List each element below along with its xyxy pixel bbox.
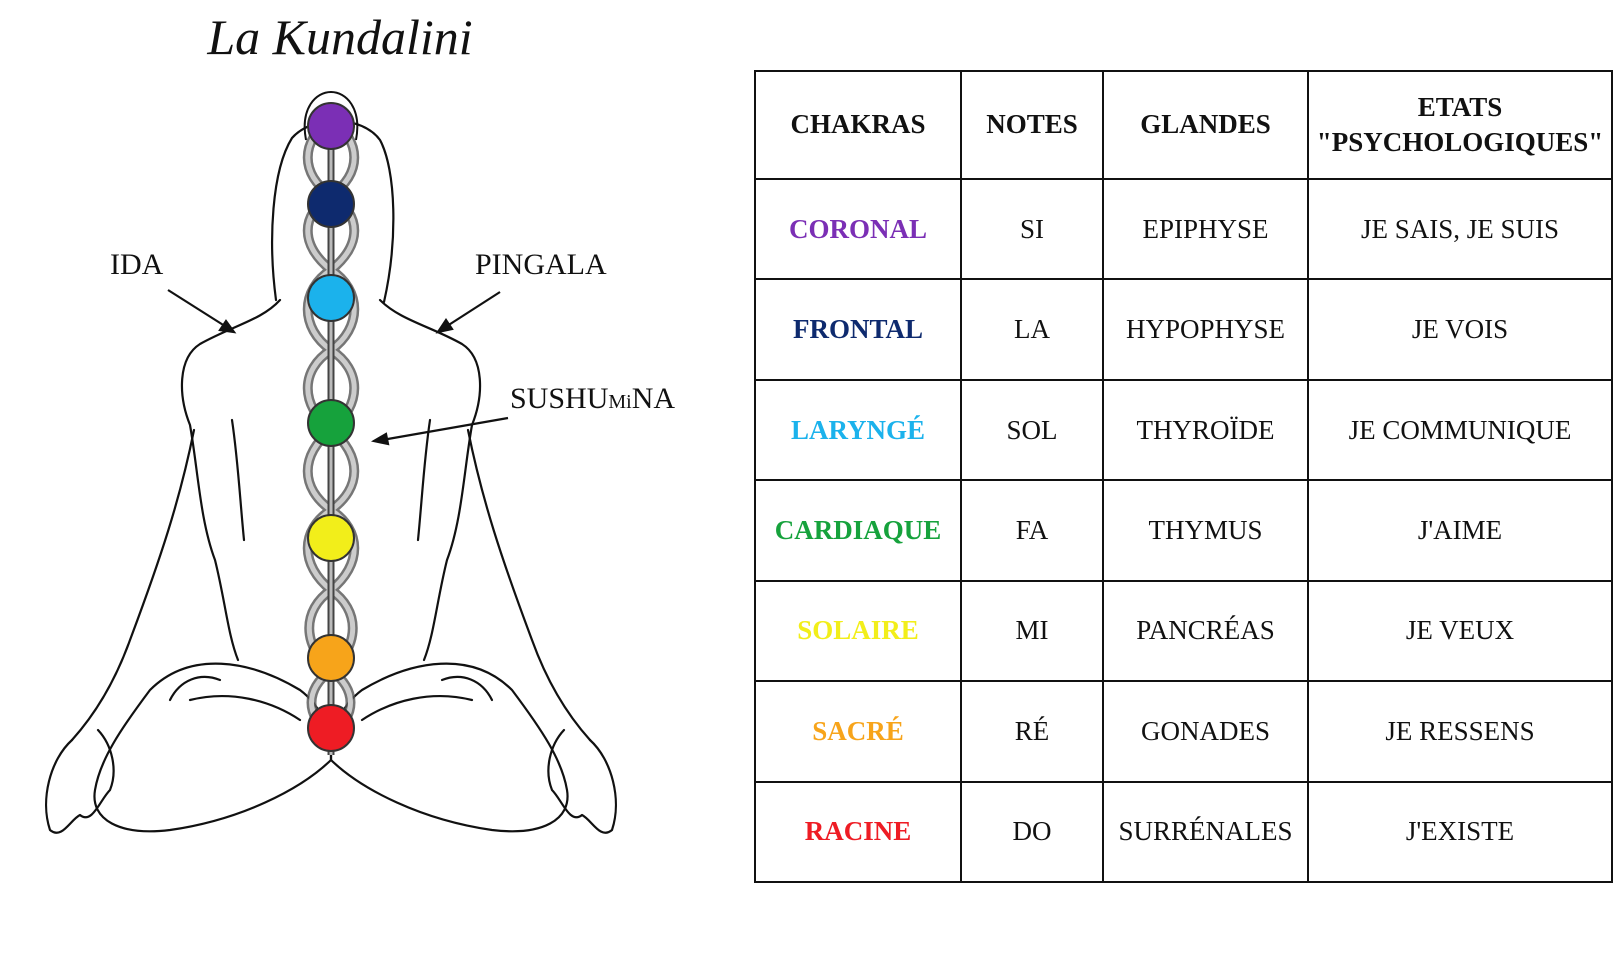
glande-cell: THYMUS (1102, 479, 1309, 582)
chakra-name: CARDIAQUE (754, 479, 962, 582)
meditating-figure (45, 90, 617, 834)
glande-cell: HYPOPHYSE (1102, 278, 1309, 381)
chakra-name: SACRÉ (754, 680, 962, 783)
chakra-circle-racine (307, 704, 355, 752)
chakra-circle-sacré (307, 634, 355, 682)
header-etats: ETATS"PSYCHOLOGIQUES" (1307, 70, 1613, 180)
chakra-name: LARYNGÉ (754, 378, 962, 482)
note-cell: SOL (960, 378, 1104, 482)
foot-left (168, 675, 222, 702)
note-cell: MI (960, 579, 1104, 683)
crown-loop (303, 90, 359, 141)
etat-cell: JE RESSENS (1307, 680, 1613, 783)
hand-left (45, 728, 115, 834)
etat-cell: J'EXISTE (1307, 780, 1613, 884)
label-ida: IDA (110, 248, 164, 281)
etat-cell: JE VEUX (1307, 579, 1613, 683)
header-notes: NOTES (960, 70, 1104, 180)
ida-arrow (167, 289, 229, 329)
diagram-title: La Kundalini (207, 9, 473, 65)
label-sushumna: SUSHUMiNA (510, 382, 676, 415)
body-outline-left (180, 298, 282, 662)
sushumna-arrow (381, 416, 509, 442)
glande-cell: EPIPHYSE (1102, 177, 1309, 281)
note-cell: FA (960, 479, 1104, 582)
chakra-circle-cardiaque (307, 399, 355, 447)
glande-cell: SURRÉNALES (1102, 780, 1309, 884)
chakra-table: CHAKRAS NOTES GLANDES ETATS"PSYCHOLOGIQU… (754, 70, 1613, 884)
glande-cell: THYROÏDE (1102, 378, 1309, 482)
body-outline-right (378, 298, 482, 662)
note-cell: RÉ (960, 680, 1104, 783)
pingala-arrow (443, 291, 501, 329)
note-cell: SI (960, 177, 1104, 281)
etat-cell: JE COMMUNIQUE (1307, 378, 1613, 482)
chakra-circle-solaire (307, 514, 355, 562)
note-cell: LA (960, 278, 1104, 381)
header-chakras: CHAKRAS (754, 70, 962, 180)
foot-right (440, 675, 494, 702)
chakra-name: RACINE (754, 780, 962, 884)
etat-cell: J'AIME (1307, 479, 1613, 582)
glande-cell: GONADES (1102, 680, 1309, 783)
glande-cell: PANCRÉAS (1102, 579, 1309, 683)
chakra-circle-coronal (307, 102, 355, 150)
label-pingala: PINGALA (475, 248, 607, 281)
chakra-name: CORONAL (754, 177, 962, 281)
hand-right (547, 728, 617, 834)
arm-right (466, 428, 592, 742)
note-cell: DO (960, 780, 1104, 884)
etat-cell: JE VOIS (1307, 278, 1613, 381)
chakra-name: FRONTAL (754, 278, 962, 381)
arm-left (70, 428, 196, 742)
chakra-circle-laryngé (307, 274, 355, 322)
chakra-circle-frontal (307, 180, 355, 228)
legs-outline (93, 662, 333, 833)
chakra-name: SOLAIRE (754, 579, 962, 683)
etat-cell: JE SAIS, JE SUIS (1307, 177, 1613, 281)
header-glandes: GLANDES (1102, 70, 1309, 180)
